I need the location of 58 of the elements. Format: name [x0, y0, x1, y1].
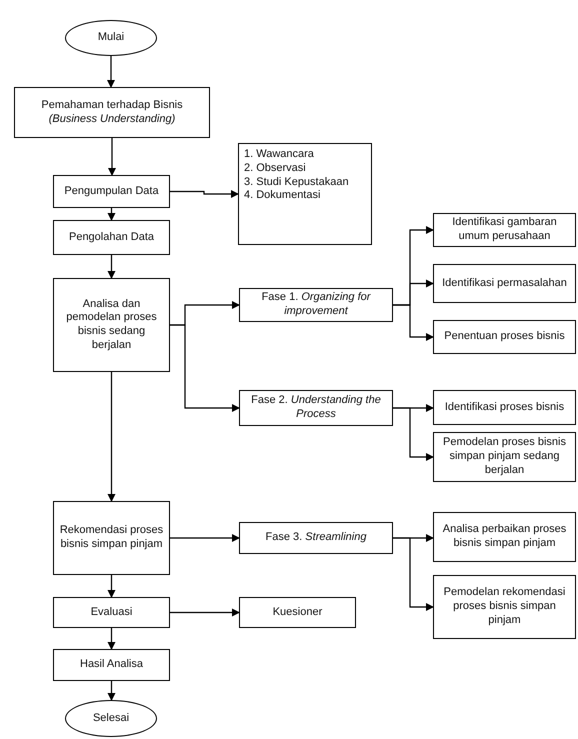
list-item: 2. Observasi — [244, 162, 306, 176]
node-label: Fase 2. Understanding the Process — [250, 394, 382, 422]
arrow — [108, 208, 116, 221]
process-box — [239, 390, 393, 426]
node-label: Analisa dan pemodelan proses bisnis sedang berjalan — [65, 298, 158, 352]
node-label: Pengumpulan Data — [64, 184, 159, 198]
list-item: 1. Wawancara — [244, 148, 314, 162]
process-box — [433, 575, 576, 639]
process-box — [14, 87, 210, 138]
process-box — [53, 278, 170, 372]
arrow — [108, 575, 116, 598]
process-box — [433, 432, 576, 482]
arrow — [393, 537, 434, 611]
arrow — [393, 304, 434, 341]
node-label: Fase 3. Streamlining — [266, 531, 366, 545]
process-box — [433, 512, 576, 562]
node-label: Mulai — [98, 31, 124, 45]
node-label: Pengolahan Data — [68, 230, 154, 244]
arrow — [170, 324, 240, 412]
arrow — [108, 628, 116, 650]
node-label: Fase 1. Organizing for improvement — [260, 291, 372, 319]
node-label: Kuesioner — [272, 606, 322, 620]
arrow — [170, 534, 240, 542]
node-label: Evaluasi — [90, 606, 132, 620]
arrow — [108, 138, 116, 176]
process-box — [53, 649, 170, 681]
node-label: Pemahaman terhadap Bisnis (Business Understanding) — [40, 98, 184, 126]
node-label: Rekomendasi proses bisnis simpan pinjam — [58, 524, 164, 552]
arrow — [170, 608, 240, 616]
list-box — [238, 143, 372, 245]
node-label: Selesai — [92, 712, 130, 726]
process-box — [433, 264, 576, 303]
arrow — [170, 190, 239, 198]
node-label: Penentuan proses bisnis — [444, 330, 565, 344]
process-box — [53, 597, 170, 628]
node-label: Identifikasi proses bisnis — [444, 400, 564, 414]
process-box — [433, 390, 576, 425]
process-box — [433, 213, 576, 247]
arrow — [107, 56, 115, 88]
process-box — [53, 220, 170, 255]
node-label: Analisa perbaikan proses bisnis simpan pinjam — [442, 523, 568, 551]
process-box — [53, 175, 170, 208]
arrow — [108, 681, 116, 701]
node-label: Identifikasi permasalahan — [442, 276, 567, 290]
list-item: 4. Dokumentasi — [244, 189, 320, 203]
arrow — [108, 255, 116, 279]
node-label: Identifikasi gambaran umum perusahaan — [451, 216, 558, 244]
node-label: Pemodelan proses bisnis simpan pinjam sedang berjalan — [442, 436, 567, 478]
process-box — [239, 288, 393, 322]
process-box — [239, 522, 393, 554]
list-item: 3. Studi Kepustakaan — [244, 176, 349, 190]
arrow — [393, 407, 434, 461]
node-label: Pemodelan rekomendasi proses bisnis simpan pinjam — [442, 586, 566, 628]
arrow — [108, 372, 116, 502]
process-box — [239, 597, 356, 628]
process-box — [53, 501, 170, 575]
node-label: Hasil Analisa — [80, 658, 143, 672]
process-box — [433, 320, 576, 354]
